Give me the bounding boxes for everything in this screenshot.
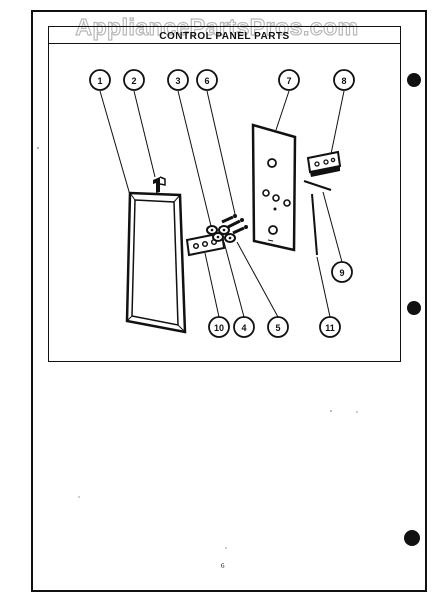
binder-hole <box>407 301 421 315</box>
callout-6: 6 <box>196 69 218 91</box>
part-2-bracket <box>153 176 166 193</box>
svg-text:6: 6 <box>204 76 209 86</box>
svg-text:10: 10 <box>214 323 224 333</box>
part-1-trim-frame <box>125 191 187 334</box>
svg-text:1: 1 <box>97 76 102 86</box>
callout-1: 1 <box>89 69 111 91</box>
diagram-frame <box>48 26 401 362</box>
page-border <box>31 10 427 592</box>
diagram-title-bar: CONTROL PANEL PARTS <box>48 26 401 44</box>
callout-3: 3 <box>167 69 189 91</box>
part-11-rod <box>311 193 318 256</box>
part-5-6-screws <box>221 214 248 235</box>
callout-8: 8 <box>333 69 355 91</box>
leader-lines <box>99 90 345 318</box>
callout-2: 2 <box>123 69 145 91</box>
svg-text:11: 11 <box>325 323 335 333</box>
diagram-title: CONTROL PANEL PARTS <box>159 31 290 42</box>
callout-9: 9 <box>331 261 353 283</box>
part-7-control-panel <box>251 123 297 252</box>
callout-10: 10 <box>208 316 230 338</box>
callout-7: 7 <box>278 69 300 91</box>
part-8-mounting-bracket <box>306 150 342 177</box>
callout-5: 5 <box>267 316 289 338</box>
scan-speckles <box>37 147 358 549</box>
svg-text:5: 5 <box>275 323 280 333</box>
svg-text:8: 8 <box>341 76 346 86</box>
svg-text:2: 2 <box>131 76 136 86</box>
part-9-strip <box>303 180 332 191</box>
watermark: AppliancePartsPros.com <box>75 13 359 40</box>
binder-hole <box>404 530 420 546</box>
page-number: 6 <box>221 562 225 570</box>
callout-4: 4 <box>233 316 255 338</box>
svg-text:9: 9 <box>339 268 344 278</box>
svg-text:4: 4 <box>241 323 246 333</box>
svg-text:7: 7 <box>286 76 291 86</box>
svg-text:3: 3 <box>175 76 180 86</box>
part-3-4-knobs <box>206 225 236 243</box>
callout-11: 11 <box>319 316 341 338</box>
binder-hole <box>407 73 421 87</box>
